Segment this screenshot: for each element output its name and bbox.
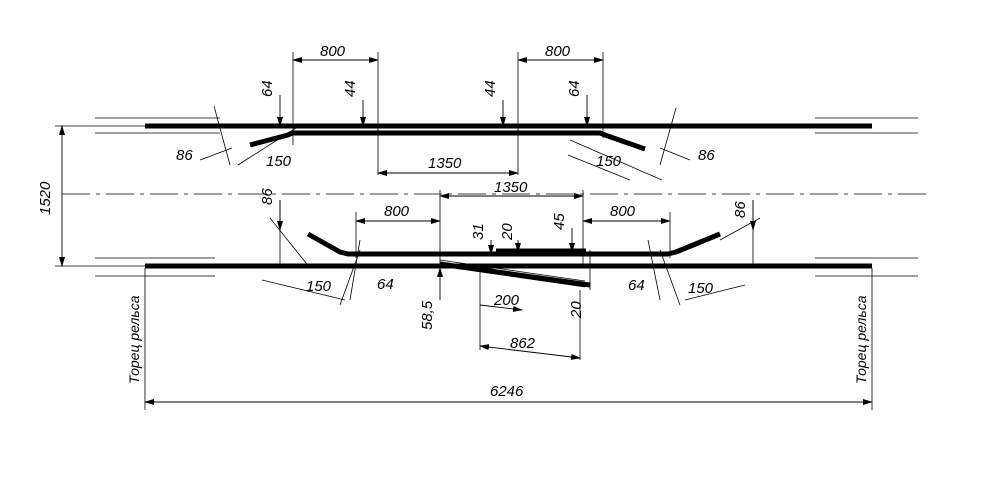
dim-label: 20	[568, 301, 585, 319]
dimension-lines	[59, 57, 873, 405]
dim-label: 44	[482, 80, 499, 97]
dim-label: 58,5	[419, 300, 436, 330]
dim-label: 200	[493, 292, 520, 309]
dim-label: 64	[628, 277, 645, 294]
bottom-guard-rail	[306, 231, 721, 257]
running-rails	[145, 123, 872, 269]
dim-label: 150	[306, 278, 332, 295]
leader-lines	[199, 105, 761, 306]
dim-label: 44	[342, 80, 359, 97]
dim-label: 45	[551, 213, 568, 230]
dim-label: 64	[377, 276, 394, 293]
dim-label: 86	[259, 188, 276, 205]
dim-label: 20	[499, 223, 516, 241]
dim-label: 1350	[494, 179, 528, 196]
dim-label: 800	[610, 203, 636, 220]
dim-label: 800	[320, 43, 346, 60]
dim-label: 86	[732, 201, 749, 218]
top-guard-rail	[249, 130, 646, 152]
dim-label: 31	[470, 223, 487, 240]
dim-label: 1520	[37, 181, 54, 215]
extension-lines	[55, 52, 873, 410]
dim-label: 1350	[428, 155, 462, 172]
dim-label: 150	[266, 153, 292, 170]
rail-end-label-left: Торец рельса	[126, 295, 142, 384]
dim-label: 150	[596, 153, 622, 170]
dim-label: 800	[384, 203, 410, 220]
dim-label: 86	[176, 147, 193, 164]
rail-outline-lines	[95, 117, 918, 277]
rail-end-label-right: Торец рельса	[853, 295, 869, 384]
dim-label: 6246	[490, 383, 524, 400]
dim-label: 862	[510, 335, 536, 352]
dim-label: 64	[259, 80, 276, 97]
dim-label: 86	[698, 147, 715, 164]
dim-label: 64	[566, 80, 583, 97]
dim-label: 800	[545, 43, 571, 60]
dimension-labels: 800 800 64 44 44 64 86 150 1350 150 86 1…	[37, 43, 749, 400]
dim-label: 150	[688, 280, 714, 297]
